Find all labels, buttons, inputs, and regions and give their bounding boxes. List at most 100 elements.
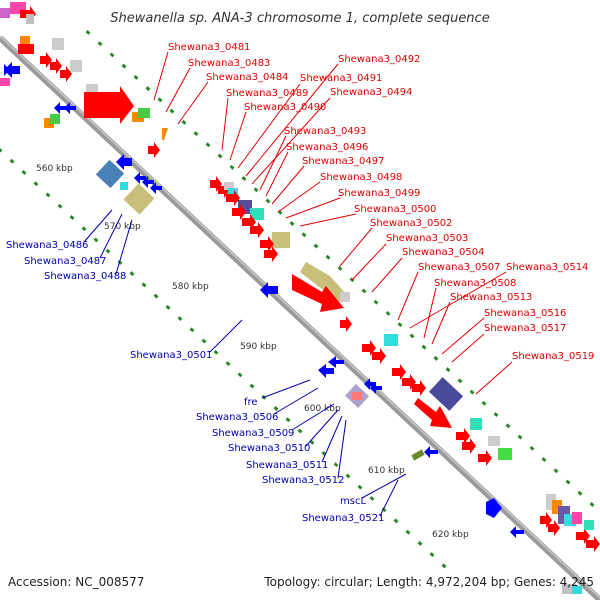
gene-feature bbox=[95, 159, 125, 189]
gene-label[interactable]: Shewana3_0514 bbox=[506, 262, 588, 273]
gc-tick bbox=[589, 502, 595, 507]
gc-tick bbox=[33, 181, 39, 187]
cds-arrow bbox=[456, 428, 470, 444]
gc-tick bbox=[397, 322, 403, 328]
gene-label[interactable]: Shewana3_0507 bbox=[418, 262, 500, 273]
gc-tick bbox=[217, 153, 223, 159]
gene-label[interactable]: Shewana3_0517 bbox=[484, 323, 566, 334]
gc-tick bbox=[345, 473, 351, 479]
gene-label[interactable]: Shewana3_0498 bbox=[320, 172, 402, 183]
gc-tick bbox=[229, 164, 235, 170]
gc-tick bbox=[541, 457, 547, 463]
gene-feature bbox=[123, 183, 155, 215]
gene-label[interactable]: Shewana3_0521 bbox=[302, 513, 384, 524]
gene-label[interactable]: Shewana3_0489 bbox=[226, 88, 308, 99]
cds-arrow bbox=[292, 274, 344, 312]
gene-label[interactable]: Shewana3_0501 bbox=[130, 350, 212, 361]
gc-tick bbox=[193, 131, 199, 137]
gene-feature bbox=[44, 118, 54, 128]
gene-label[interactable]: Shewana3_0506 bbox=[196, 412, 278, 423]
gene-label[interactable]: mscL bbox=[340, 496, 366, 507]
gene-label[interactable]: Shewana3_0511 bbox=[246, 460, 328, 471]
gc-tick bbox=[405, 529, 411, 535]
gc-tick bbox=[189, 327, 195, 333]
gene-label[interactable]: Shewana3_0483 bbox=[188, 58, 270, 69]
kbp-scale: 560 kbp 570 kbp 580 kbp 590 kbp 600 kbp … bbox=[36, 164, 469, 540]
gene-feature bbox=[300, 262, 348, 302]
reverse-strand-features bbox=[0, 62, 582, 594]
cds-arrow bbox=[414, 398, 452, 428]
gene-label[interactable]: Shewana3_0513 bbox=[450, 292, 532, 303]
gene-label[interactable]: Shewana3_0491 bbox=[300, 73, 382, 84]
gc-tick bbox=[445, 367, 451, 373]
gene-label[interactable]: Shewana3_0496 bbox=[286, 142, 368, 153]
gc-tick bbox=[517, 434, 523, 440]
gc-tick bbox=[565, 479, 571, 485]
cds-arrow bbox=[232, 204, 246, 220]
cds-arrow bbox=[116, 154, 132, 170]
gc-tick bbox=[289, 221, 295, 226]
gene-label[interactable]: Shewana3_0502 bbox=[370, 218, 452, 229]
gene-label[interactable]: Shewana3_0493 bbox=[284, 126, 366, 137]
chromosome-backbone bbox=[0, 35, 600, 600]
gc-tick bbox=[237, 372, 243, 378]
gene-label[interactable]: Shewana3_0504 bbox=[402, 247, 484, 258]
gene-label[interactable]: Shewana3_0488 bbox=[44, 271, 126, 282]
gc-tick bbox=[201, 338, 207, 344]
cds-arrow bbox=[250, 222, 264, 238]
gc-tick bbox=[409, 333, 415, 339]
cds-arrow bbox=[264, 246, 278, 262]
gene-label[interactable]: Shewana3_0512 bbox=[262, 475, 344, 486]
gc-tick bbox=[313, 243, 319, 249]
gene-feature bbox=[428, 377, 464, 411]
gc-tick bbox=[417, 540, 423, 546]
gc-tick bbox=[249, 383, 255, 389]
gc-tick bbox=[429, 552, 435, 558]
gene-label[interactable]: Shewana3_0497 bbox=[302, 156, 384, 167]
gene-label[interactable]: Shewana3_0481 bbox=[168, 42, 250, 53]
cds-arrow bbox=[150, 182, 162, 194]
gc-tick bbox=[141, 282, 147, 288]
gene-label[interactable]: Shewana3_0516 bbox=[484, 308, 566, 319]
cds-arrow bbox=[340, 316, 352, 332]
cds-arrow bbox=[60, 66, 72, 82]
gene-label[interactable]: Shewana3_0500 bbox=[354, 204, 436, 215]
cds-arrow bbox=[462, 438, 476, 454]
gc-tick bbox=[337, 266, 343, 271]
gc-tick bbox=[301, 232, 307, 238]
gene-feature bbox=[470, 418, 482, 430]
gc-tick bbox=[9, 158, 15, 164]
cds-arrow bbox=[364, 378, 376, 390]
gc-tick bbox=[265, 198, 271, 204]
kbp-label: 600 kbp bbox=[304, 404, 341, 414]
gc-tick bbox=[273, 406, 279, 411]
gc-tick bbox=[297, 428, 303, 434]
gene-label[interactable]: Shewana3_0486 bbox=[6, 240, 88, 251]
gene-feature bbox=[572, 512, 582, 524]
gc-tick bbox=[165, 304, 171, 310]
gene-label[interactable]: Shewana3_0519 bbox=[512, 351, 594, 362]
gene-feature bbox=[272, 232, 290, 248]
cds-arrow bbox=[370, 382, 382, 394]
gene-feature bbox=[488, 436, 500, 446]
cds-arrow bbox=[134, 172, 146, 184]
gene-label[interactable]: Shewana3_0492 bbox=[338, 54, 420, 65]
gene-label[interactable]: Shewana3_0499 bbox=[338, 188, 420, 199]
gene-label[interactable]: Shewana3_0487 bbox=[24, 256, 106, 267]
map-title: Shewanella sp. ANA-3 chromosome 1, compl… bbox=[110, 11, 489, 26]
gene-label[interactable]: Shewana3_0490 bbox=[244, 102, 326, 113]
gc-track-upper bbox=[85, 29, 595, 507]
gene-feature bbox=[486, 498, 502, 518]
gene-feature bbox=[384, 334, 398, 346]
gene-label[interactable]: Shewana3_0494 bbox=[330, 87, 412, 98]
gene-label[interactable]: fre bbox=[244, 397, 258, 408]
gene-label[interactable]: Shewana3_0503 bbox=[386, 233, 468, 244]
gene-label[interactable]: Shewana3_0509 bbox=[212, 428, 294, 439]
accession-text: Accession: NC_008577 bbox=[8, 575, 144, 589]
gene-label[interactable]: Shewana3_0484 bbox=[206, 72, 288, 83]
gene-label[interactable]: Shewana3_0510 bbox=[228, 443, 310, 454]
cds-arrow bbox=[412, 380, 426, 396]
gc-tick bbox=[325, 254, 331, 260]
gene-label[interactable]: Shewana3_0508 bbox=[434, 278, 516, 289]
